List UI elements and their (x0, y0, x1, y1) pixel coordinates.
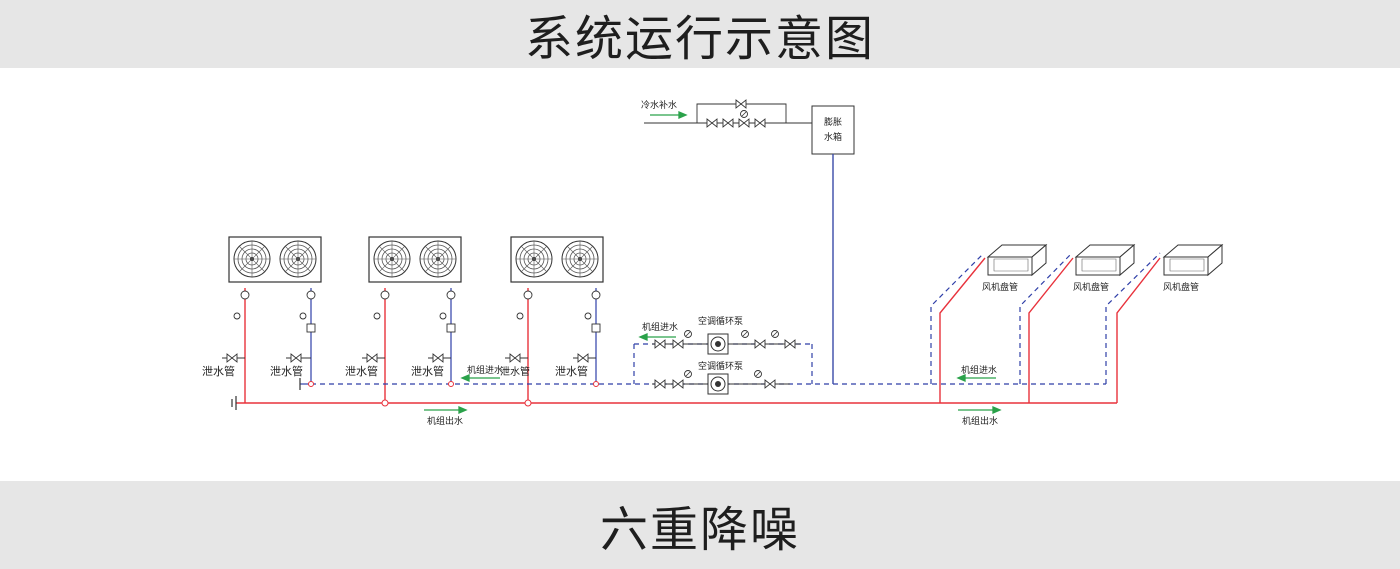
fan-coil-1 (987, 244, 1047, 276)
drain-label-5: 泄水管 (500, 365, 530, 378)
tank-label-2: 水箱 (824, 131, 842, 143)
drain-label-6: 泄水管 (555, 364, 588, 378)
footer-band: 六重降噪 (0, 481, 1400, 569)
makeup-water-label: 冷水补水 (641, 99, 677, 111)
heat-pump-unit-1 (228, 236, 322, 283)
pump-branch-lower: 空调循环泵 (652, 360, 790, 395)
fan-coil-label-3: 风机盘管 (1163, 281, 1199, 293)
outlet-label-1: 机组出水 (427, 415, 463, 427)
outlet-label-2: 机组出水 (962, 415, 998, 427)
system-diagram: 泄水管 泄水管 泄水管 泄水管 泄水管 泄水管 空调循环泵 空调循环泵 膨胀 水… (0, 68, 1400, 481)
tank-label-1: 膨胀 (824, 116, 842, 128)
header-band: 系统运行示意图 (0, 0, 1400, 68)
ground-symbol (231, 378, 301, 410)
inlet-label-1: 机组进水 (642, 321, 678, 333)
drain-label-4: 泄水管 (411, 364, 444, 378)
pump-label-lower: 空调循环泵 (698, 360, 743, 372)
pipe-joints (308, 381, 599, 407)
drain-label-2: 泄水管 (270, 364, 303, 378)
fan-coil-label-1: 风机盘管 (982, 281, 1018, 293)
pump-branch-upper: 空调循环泵 (652, 315, 800, 355)
diagram-canvas: 泄水管 泄水管 泄水管 泄水管 泄水管 泄水管 空调循环泵 空调循环泵 膨胀 水… (202, 99, 1223, 427)
inlet-label-2: 机组进水 (467, 364, 503, 376)
drain-valves (226, 353, 589, 363)
return-pipes (300, 288, 597, 385)
riser-valves (233, 290, 601, 333)
fan-coil-label-2: 风机盘管 (1073, 281, 1109, 293)
fan-coil-2 (1075, 244, 1135, 276)
expansion-tank: 膨胀 水箱 (811, 105, 855, 155)
flow-arrows (424, 111, 1002, 414)
drain-label-1: 泄水管 (202, 364, 235, 378)
inlet-label-3: 机组进水 (961, 364, 997, 376)
section-title: 六重降噪 (599, 502, 800, 558)
fan-coil-3 (1163, 244, 1223, 276)
page-title: 系统运行示意图 (524, 11, 875, 67)
heat-pump-unit-2 (368, 236, 462, 283)
pump-label-upper: 空调循环泵 (698, 315, 743, 327)
drain-label-3: 泄水管 (345, 364, 378, 378)
heat-pump-unit-3 (510, 236, 604, 283)
